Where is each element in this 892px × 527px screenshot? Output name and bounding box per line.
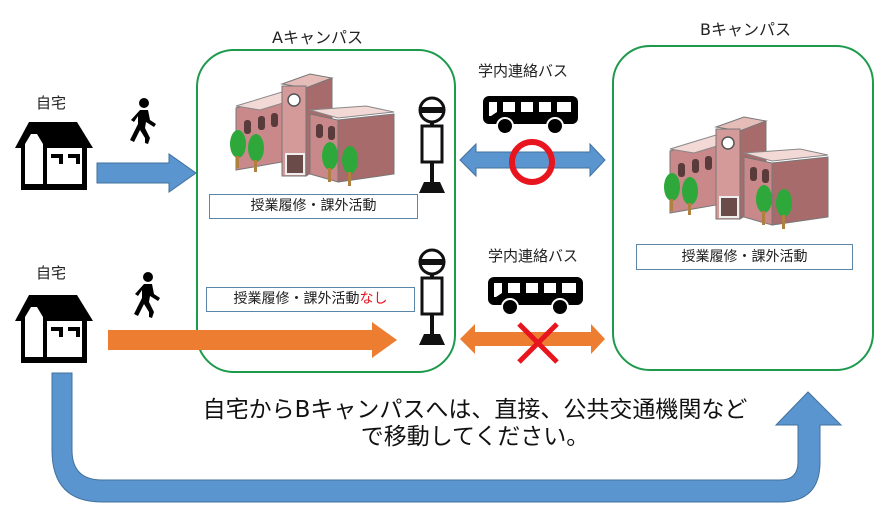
arrow-home-to-bus-stop [108, 322, 397, 358]
note-line-2: で移動してください。 [360, 424, 590, 450]
campus-a-title: Aキャンパス [272, 28, 363, 47]
school-building-icon [230, 73, 395, 186]
walking-person-icon [134, 272, 160, 318]
ng-cross-icon [517, 322, 559, 364]
campus-b-frame [612, 45, 874, 371]
bus-icon [488, 277, 583, 316]
no-activity-suffix: なし [359, 291, 388, 307]
walking-person-icon [130, 98, 156, 144]
home-top-label: 自宅 [36, 94, 67, 112]
arrow-home-to-campus-a [96, 153, 197, 193]
house-icon [15, 295, 93, 363]
house-icon [15, 122, 93, 190]
home-bottom-label: 自宅 [36, 264, 67, 282]
note-text: 自宅からBキャンパスへは、直接、公共交通機関など で移動してください。 [185, 397, 765, 451]
bus-stop-icon [418, 96, 446, 193]
bus-label-bottom: 学内連絡バス [488, 247, 579, 265]
campus-a-frame [196, 49, 456, 373]
bus-stop-icon [418, 248, 446, 345]
no-activity-text: 授業履修・課外活動 [233, 291, 360, 307]
note-line-1: 自宅からBキャンパスへは、直接、公共交通機関など [202, 397, 748, 423]
double-arrow-bus-route-top [459, 142, 606, 178]
campus-b-title: Bキャンパス [700, 20, 791, 39]
bus-icon [483, 96, 578, 135]
bus-label-top: 学内連絡バス [478, 62, 569, 80]
ok-circle-icon [509, 139, 555, 185]
campus-a-no-activity-box: 授業履修・課外活動なし [206, 287, 415, 312]
school-building-icon [664, 116, 829, 229]
campus-a-activity-box: 授業履修・課外活動 [209, 194, 418, 219]
campus-b-activity-box: 授業履修・課外活動 [636, 244, 853, 270]
